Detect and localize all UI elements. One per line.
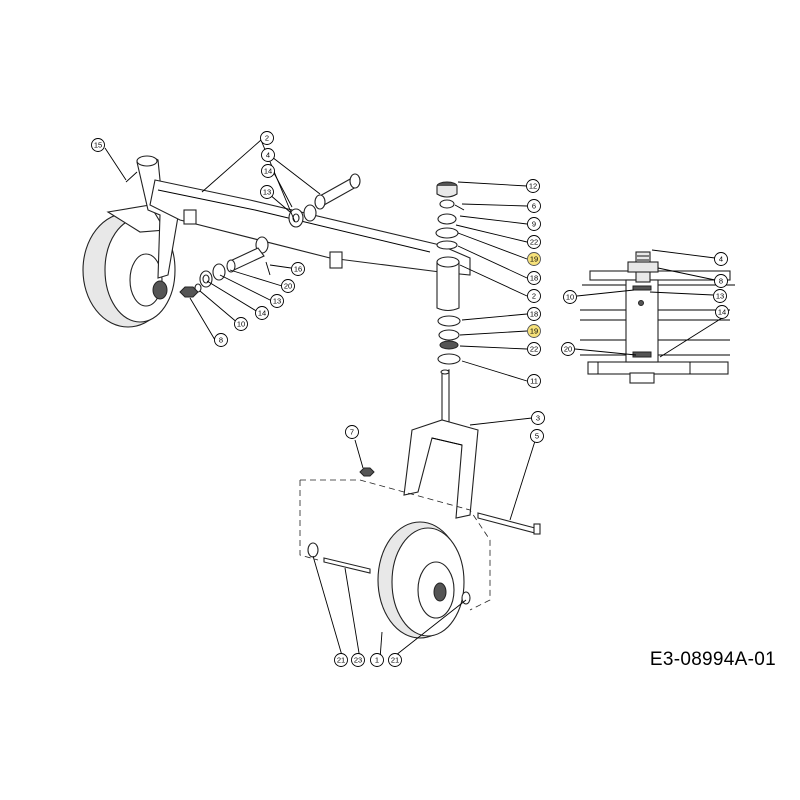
svg-text:2: 2: [265, 134, 269, 143]
svg-text:2: 2: [532, 292, 536, 301]
svg-text:1: 1: [375, 656, 379, 665]
explode-guide: [299, 479, 491, 611]
spindle-stack: [435, 181, 465, 365]
svg-text:13: 13: [263, 188, 271, 197]
svg-text:20: 20: [284, 282, 292, 291]
callout-8b: 8: [714, 274, 728, 288]
callout-13c: 13: [713, 289, 727, 303]
callout-11: 11: [527, 374, 541, 388]
callout-6: 6: [527, 199, 541, 213]
callout-18b: 18: [527, 307, 541, 321]
callout-5: 5: [530, 429, 544, 443]
callout-10a: 10: [234, 317, 248, 331]
callout-18a: 18: [527, 271, 541, 285]
svg-text:14: 14: [258, 309, 266, 318]
svg-text:5: 5: [535, 432, 539, 441]
callout-7: 7: [345, 425, 359, 439]
callout-20b: 20: [561, 342, 575, 356]
svg-text:13: 13: [273, 297, 281, 306]
axle-beam: [149, 179, 471, 276]
callout-23: 23: [351, 653, 365, 667]
callout-10b: 10: [563, 290, 577, 304]
left-caster-wheel: [82, 204, 176, 328]
callout-3: 3: [531, 411, 545, 425]
svg-text:18: 18: [530, 274, 538, 283]
svg-text:6: 6: [532, 202, 536, 211]
caster-fork: [403, 369, 479, 519]
axle-bolt: [477, 512, 541, 535]
svg-text:15: 15: [94, 141, 102, 150]
svg-text:22: 22: [530, 345, 538, 354]
svg-text:20: 20: [564, 345, 572, 354]
callout-1: 1: [370, 653, 384, 667]
callout-19a: 19: [527, 252, 541, 266]
callout-15: 15: [91, 138, 105, 152]
callout-14a: 14: [261, 164, 275, 178]
callout-2b: 2: [527, 289, 541, 303]
callout-21a: 21: [334, 653, 348, 667]
callout-4a: 4: [261, 148, 275, 162]
svg-text:8: 8: [719, 277, 723, 286]
svg-text:18: 18: [530, 310, 538, 319]
bottom-caster-wheel: [377, 521, 471, 639]
callout-13a: 13: [260, 185, 274, 199]
svg-text:10: 10: [566, 293, 574, 302]
svg-text:23: 23: [354, 656, 362, 665]
callout-22b: 22: [527, 342, 541, 356]
callout-4b: 4: [714, 252, 728, 266]
svg-text:8: 8: [219, 336, 223, 345]
svg-text:19: 19: [530, 255, 538, 264]
svg-text:7: 7: [350, 428, 354, 437]
callout-20a: 20: [281, 279, 295, 293]
callout-21b: 21: [388, 653, 402, 667]
svg-text:14: 14: [264, 167, 272, 176]
callout-14c: 14: [715, 305, 729, 319]
callout-9: 9: [527, 217, 541, 231]
svg-text:22: 22: [530, 238, 538, 247]
svg-text:16: 16: [294, 265, 302, 274]
callout-12: 12: [526, 179, 540, 193]
pivot-pin: [288, 173, 361, 228]
drawing-reference-code: E3-08994A-01: [649, 649, 776, 670]
svg-text:4: 4: [719, 255, 723, 264]
svg-text:10: 10: [237, 320, 245, 329]
callout-2a: 2: [260, 131, 274, 145]
svg-text:13: 13: [716, 292, 724, 301]
svg-text:12: 12: [529, 182, 537, 191]
callout-8a: 8: [214, 333, 228, 347]
callout-22a: 22: [527, 235, 541, 249]
svg-text:9: 9: [532, 220, 536, 229]
svg-text:19: 19: [530, 327, 538, 336]
left-caster-yoke: [125, 155, 181, 279]
callout-13b: 13: [270, 294, 284, 308]
washer: [307, 542, 319, 558]
svg-text:21: 21: [337, 656, 345, 665]
callout-14b: 14: [255, 306, 269, 320]
svg-text:4: 4: [266, 151, 270, 160]
callout-19b: 19: [527, 324, 541, 338]
svg-text:11: 11: [530, 377, 538, 386]
lock-nut: [359, 467, 375, 477]
svg-text:21: 21: [391, 656, 399, 665]
callout-16: 16: [291, 262, 305, 276]
svg-text:14: 14: [718, 308, 726, 317]
section-view: [580, 251, 735, 384]
svg-text:3: 3: [536, 414, 540, 423]
spacer-tube: [323, 557, 371, 574]
front-pivot-parts: [179, 236, 271, 298]
